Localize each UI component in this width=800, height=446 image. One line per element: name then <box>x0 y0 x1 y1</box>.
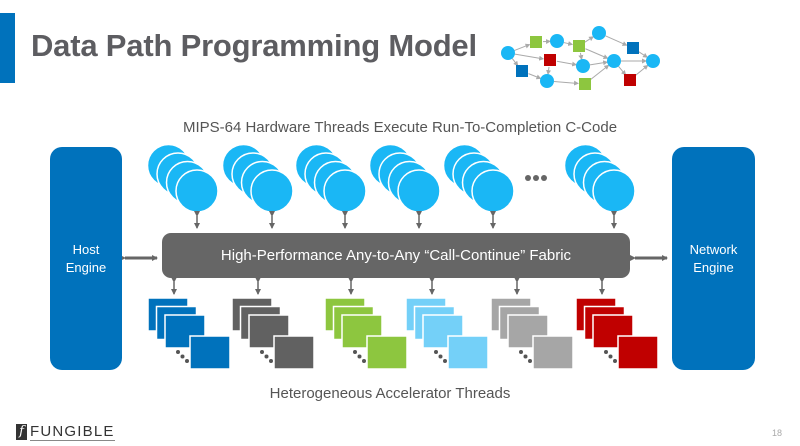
accelerator-threads-caption: Heterogeneous Accelerator Threads <box>269 385 511 402</box>
accelerator-thread-square <box>617 335 659 370</box>
hardware-thread-groups <box>146 143 636 229</box>
graph-edge <box>638 51 648 58</box>
ellipsis-dot <box>180 354 185 359</box>
fabric-label: High-Performance Any-to-Any “Call-Contin… <box>220 247 572 264</box>
graph-edge <box>585 48 609 59</box>
accelerator-thread-square <box>447 335 489 370</box>
hardware-thread-group <box>146 143 219 213</box>
ellipsis-dot <box>260 350 264 354</box>
graph-node-circle <box>540 74 554 88</box>
graph-node-circle <box>592 26 606 40</box>
graph-node-square <box>544 54 556 66</box>
hardware-thread-circle <box>250 169 294 213</box>
host-engine-label-line1: Host <box>72 241 100 257</box>
title-accent-bar <box>0 13 15 83</box>
graph-edge <box>511 58 519 67</box>
graph-node-square <box>573 40 585 52</box>
graph-edge <box>514 53 545 61</box>
dataflow-graph-icon <box>501 26 660 90</box>
graph-edge <box>635 64 649 76</box>
graph-edge <box>618 66 627 76</box>
graph-node-square <box>624 74 636 86</box>
ellipsis-dot <box>353 350 357 354</box>
accelerator-thread-square <box>273 335 315 370</box>
hardware-thread-circle <box>592 169 636 213</box>
ellipsis-dot <box>523 354 528 359</box>
accelerator-thread-groups <box>147 277 659 370</box>
fungible-logo-text: FUNGIBLE <box>30 422 115 441</box>
hardware-thread-group <box>368 143 441 213</box>
accelerator-thread-group-green <box>324 297 408 370</box>
hardware-thread-group <box>221 143 294 213</box>
ellipsis-dot <box>533 175 539 181</box>
graph-node-circle <box>646 54 660 68</box>
accelerator-thread-group-light-blue <box>405 297 489 370</box>
network-engine-block: Network Engine <box>672 147 755 370</box>
ellipsis-dot <box>434 350 438 354</box>
hardware-threads-caption: MIPS-64 Hardware Threads Execute Run-To-… <box>182 119 618 136</box>
hardware-thread-circle <box>175 169 219 213</box>
graph-node-circle <box>576 59 590 73</box>
graph-node-circle <box>607 54 621 68</box>
graph-node-circle <box>501 46 515 60</box>
hardware-thread-group <box>442 143 515 213</box>
accelerator-thread-group-blue <box>147 297 231 370</box>
graph-edge <box>590 64 610 81</box>
accelerator-thread-group-dark-gray <box>231 297 315 370</box>
slide-title: Data Path Programming Model <box>31 28 477 63</box>
ellipsis-dot <box>608 354 613 359</box>
graph-edge <box>605 35 628 46</box>
ellipsis-dot <box>176 350 180 354</box>
graph-edge <box>578 52 584 61</box>
accelerator-thread-group-red <box>575 297 659 370</box>
ellipsis-dot <box>438 354 443 359</box>
graph-node-circle <box>550 34 564 48</box>
fungible-logo: f FUNGIBLE <box>16 423 115 441</box>
network-engine-label-line1: Network <box>689 241 738 257</box>
hardware-thread-group <box>294 143 367 213</box>
ellipsis-dot <box>185 359 189 363</box>
hardware-thread-group <box>563 143 636 213</box>
graph-edge <box>546 66 552 76</box>
graph-edge <box>563 41 574 46</box>
ellipsis-dot <box>269 359 273 363</box>
ellipsis-dot <box>525 175 531 181</box>
call-continue-fabric: High-Performance Any-to-Any “Call-Contin… <box>162 233 630 278</box>
ellipsis-dot <box>541 175 547 181</box>
ellipsis-dot <box>519 350 523 354</box>
page-number: 18 <box>772 428 783 438</box>
graph-edge <box>556 60 578 67</box>
accelerator-thread-group-gray <box>490 297 574 370</box>
graph-node-square <box>516 65 528 77</box>
ellipsis-dot <box>357 354 362 359</box>
graph-edge <box>589 60 609 66</box>
ellipsis-dot <box>264 354 269 359</box>
hardware-thread-circle <box>397 169 441 213</box>
hardware-thread-circle <box>471 169 515 213</box>
accelerator-thread-square <box>366 335 408 370</box>
graph-edge <box>584 36 594 43</box>
host-engine-block: Host Engine <box>50 147 122 370</box>
ellipsis-dot <box>443 359 447 363</box>
ellipsis-dot <box>613 359 617 363</box>
graph-node-square <box>530 36 542 48</box>
graph-node-square <box>627 42 639 54</box>
ellipsis-icon <box>525 175 547 181</box>
ellipsis-dot <box>528 359 532 363</box>
graph-edge <box>514 43 531 51</box>
fungible-logo-mark-icon: f <box>16 424 27 440</box>
network-engine-label-line2: Engine <box>693 259 734 275</box>
accelerator-thread-square <box>189 335 231 370</box>
graph-node-square <box>579 78 591 90</box>
graph-edge <box>528 73 542 80</box>
ellipsis-dot <box>604 350 608 354</box>
graph-edge <box>553 80 580 86</box>
ellipsis-dot <box>362 359 366 363</box>
hardware-thread-circle <box>323 169 367 213</box>
host-engine-label-line2: Engine <box>65 259 107 275</box>
accelerator-thread-square <box>532 335 574 370</box>
